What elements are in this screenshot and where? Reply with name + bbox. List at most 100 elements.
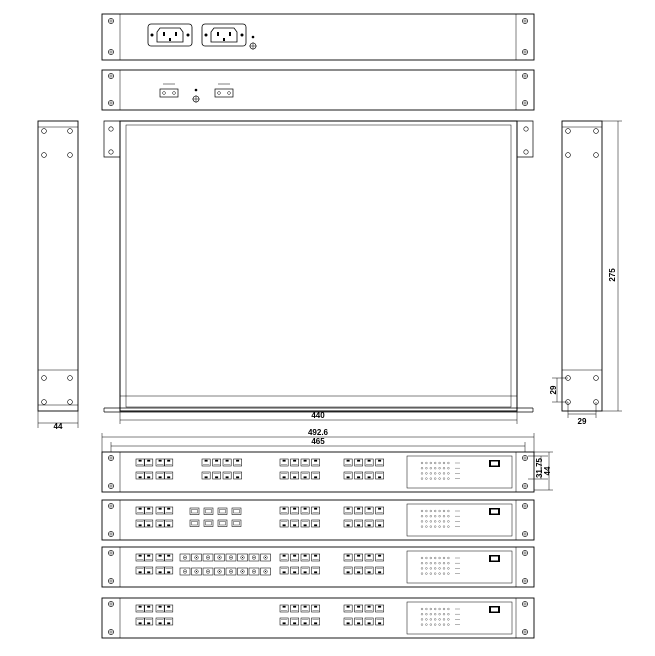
led-icon	[442, 515, 446, 518]
rj45-port-icon	[343, 471, 353, 480]
dimension-width-body: 465	[311, 437, 325, 446]
rj45-port-icon	[364, 506, 374, 515]
led-icon	[447, 520, 450, 523]
led-icon	[420, 472, 424, 475]
rj45-port-icon	[290, 458, 299, 467]
rj45-port-icon	[375, 553, 384, 562]
rj45-port-icon	[155, 471, 165, 480]
led-icon	[420, 509, 424, 513]
rj45-port-icon	[222, 458, 232, 467]
rj45-port-icon	[311, 519, 320, 528]
led-icon	[434, 556, 437, 560]
front-panel-variant-1	[101, 451, 535, 493]
led-icon	[442, 461, 446, 465]
led-icon	[438, 572, 441, 575]
led-icon	[442, 572, 446, 575]
fiber-sc-port-icon	[225, 553, 237, 562]
sfp-port-icon	[189, 519, 200, 527]
led-icon	[429, 515, 432, 518]
fiber-sc-port-icon	[225, 567, 237, 576]
rj45-port-icon	[279, 604, 289, 613]
led-icon	[425, 477, 428, 480]
led-icon	[434, 509, 437, 513]
rj45-port-icon	[364, 471, 374, 480]
led-icon	[429, 525, 432, 528]
rj45-port-icon	[343, 566, 353, 575]
led-icon	[420, 618, 424, 621]
led-icon	[434, 618, 437, 621]
led-icon	[420, 525, 424, 528]
mounting-hole-icon	[108, 18, 528, 55]
rj45-port-icon	[343, 617, 353, 626]
rj45-port-icon	[233, 458, 242, 467]
led-icon	[425, 525, 428, 528]
rj45-port-icon	[164, 519, 174, 528]
front-panels	[101, 451, 535, 639]
led-icon	[425, 613, 428, 616]
led-icon	[447, 509, 450, 513]
rj45-port-icon	[164, 617, 174, 626]
sfp-port-icon	[231, 507, 242, 515]
rj45-port-icon	[164, 506, 174, 515]
led-icon	[447, 461, 450, 465]
fiber-sc-port-icon	[248, 553, 260, 562]
led-icon	[447, 472, 450, 475]
console-port-icon	[489, 508, 500, 515]
led-icon	[429, 618, 432, 621]
rj45-port-icon	[144, 604, 154, 613]
rj45-port-icon	[279, 566, 289, 575]
led-icon	[429, 472, 432, 475]
rj45-port-icon	[300, 519, 310, 528]
led-icon	[447, 467, 450, 470]
rj45-port-icon	[311, 604, 320, 613]
ground-screw-icon	[249, 35, 257, 50]
rj45-port-icon	[279, 553, 289, 562]
led-icon	[429, 567, 432, 570]
led-icon	[420, 477, 424, 480]
led-icon	[438, 509, 441, 513]
rj45-port-icon	[300, 566, 310, 575]
led-icon	[438, 567, 441, 570]
led-icon	[442, 472, 446, 475]
dimension-front-height: 44	[543, 466, 552, 475]
led-icon	[442, 520, 446, 523]
led-icon	[429, 477, 432, 480]
rj45-port-icon	[290, 617, 299, 626]
rj45-port-icon	[144, 617, 154, 626]
front-panel-variant-2	[101, 499, 535, 541]
rj45-port-icon	[279, 458, 289, 467]
rj45-port-icon	[212, 471, 221, 480]
led-icon	[420, 520, 424, 523]
dimension-hole-pitch: 31.75	[535, 457, 544, 478]
rj45-port-icon	[375, 519, 384, 528]
led-icon	[438, 556, 441, 560]
rj45-port-icon	[233, 471, 242, 480]
rear-panel-dc-power	[101, 69, 535, 111]
fiber-sc-port-icon	[214, 553, 225, 562]
front-dimensions: 492.6 465 31.75 44	[101, 428, 553, 491]
rj45-port-icon	[300, 471, 310, 480]
rj45-port-icon	[300, 506, 310, 515]
rj45-port-icon	[201, 458, 211, 467]
led-icon	[442, 562, 446, 565]
rj45-port-icon	[144, 506, 154, 515]
rj45-port-icon	[300, 553, 310, 562]
fiber-sc-port-icon	[191, 553, 202, 562]
rj45-port-icon	[311, 471, 320, 480]
dimension-height: 44	[54, 422, 63, 431]
rj45-port-icon	[375, 617, 384, 626]
led-icon	[434, 525, 437, 528]
rj45-port-icon	[354, 553, 363, 562]
rj45-port-icon	[311, 566, 320, 575]
led-icon	[425, 461, 428, 465]
sfp-port-icon	[203, 507, 214, 515]
led-icon	[425, 623, 428, 626]
rj45-port-icon	[155, 604, 165, 613]
rj45-port-icon	[290, 553, 299, 562]
led-icon	[442, 477, 446, 480]
fiber-sc-port-icon	[202, 567, 214, 576]
rj45-port-icon	[155, 519, 165, 528]
rj45-port-icon	[222, 471, 232, 480]
led-icon	[425, 607, 428, 611]
